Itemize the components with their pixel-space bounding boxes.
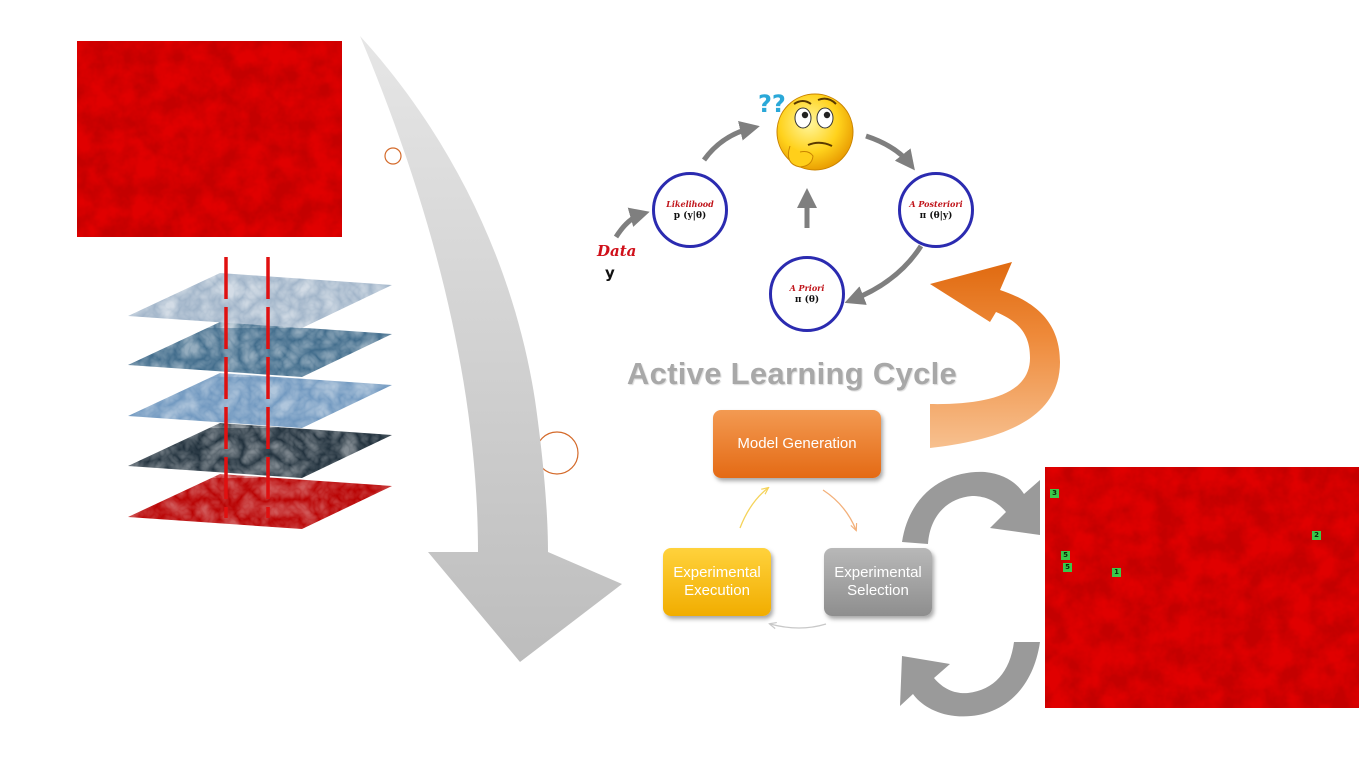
question-marks-icon: ??	[758, 90, 786, 118]
fluorescence-image-top	[77, 41, 342, 237]
likelihood-node: Likelihood p (y|θ)	[652, 172, 728, 248]
bubble-small	[384, 147, 402, 165]
data-label: Data	[597, 242, 637, 260]
layer-3	[128, 373, 392, 428]
roi-label: 5	[1061, 551, 1070, 560]
grey-rotate-arrow-bottom	[900, 642, 1040, 717]
roi-label: 3	[1050, 489, 1059, 498]
posteriori-formula: π (θ|y)	[919, 210, 953, 221]
model-generation-box: Model Generation	[713, 410, 881, 478]
layer-stack	[128, 257, 392, 529]
layer-5	[128, 474, 392, 529]
experimental-selection-label: Experimental Selection	[834, 564, 922, 599]
grey-rotate-arrow-top	[902, 471, 1040, 544]
experimental-execution-label: Experimental Execution	[673, 564, 761, 599]
bayes-arrows	[613, 120, 924, 305]
orange-curved-arrow	[930, 262, 1060, 448]
thinking-face-icon	[776, 93, 854, 171]
roi-label: 2	[1312, 531, 1321, 540]
layer-4	[128, 423, 392, 478]
fluorescence-image-bottom	[1045, 467, 1359, 708]
posteriori-node: A Posteriori π (θ|y)	[898, 172, 974, 248]
posteriori-label: A Posteriori	[909, 198, 963, 209]
likelihood-formula: p (y|θ)	[673, 210, 707, 221]
big-curved-arrow	[360, 36, 622, 662]
priori-node: A Priori π (θ)	[769, 256, 845, 332]
layer-2	[128, 322, 392, 377]
priori-formula: π (θ)	[794, 294, 820, 305]
experimental-execution-box: Experimental Execution	[663, 548, 771, 616]
roi-label: 5	[1063, 563, 1072, 572]
priori-label: A Priori	[789, 282, 825, 293]
cycle-title: Active Learning Cycle	[626, 356, 958, 391]
experimental-selection-box: Experimental Selection	[824, 548, 932, 616]
roi-label: 1	[1112, 568, 1121, 577]
data-symbol: y	[605, 264, 615, 282]
model-generation-label: Model Generation	[737, 435, 857, 452]
layer-1	[128, 273, 392, 328]
likelihood-label: Likelihood	[666, 198, 714, 209]
cycle-thin-arrows	[739, 488, 856, 628]
